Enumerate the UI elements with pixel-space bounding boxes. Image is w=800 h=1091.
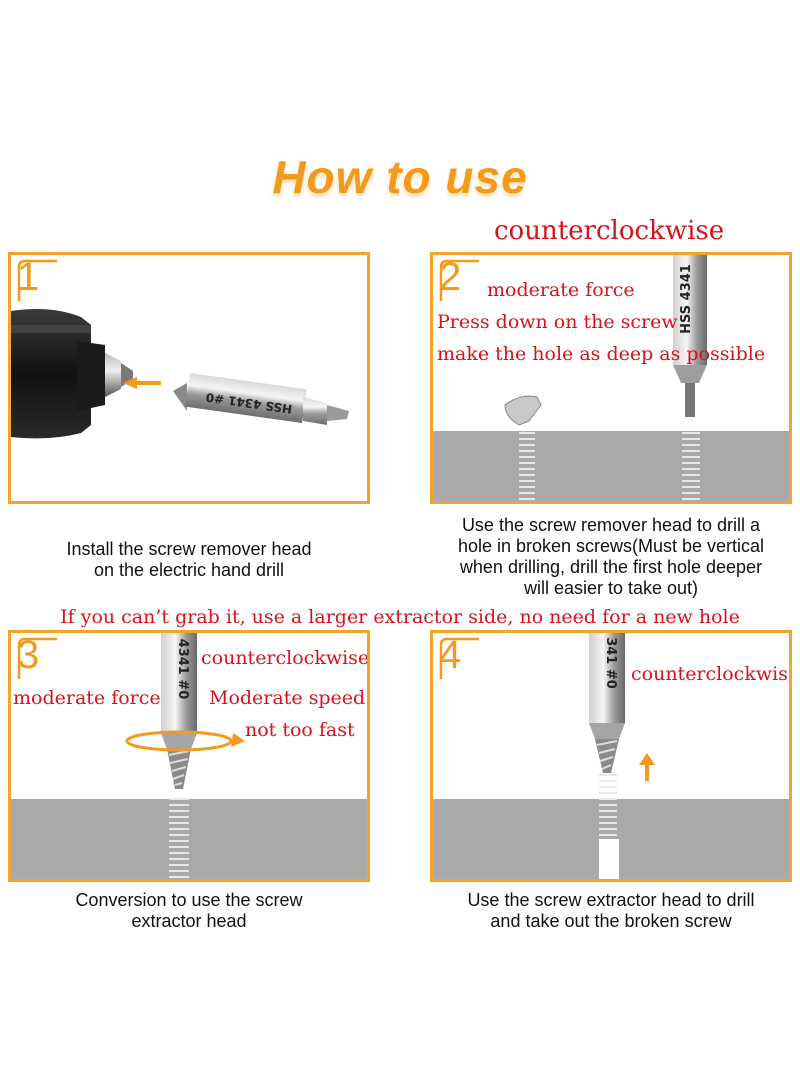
step-circle-icon [17, 637, 57, 679]
step1-number: 1 [17, 255, 40, 299]
step3-note-force: moderate force [13, 687, 161, 709]
step2-note-depth: make the hole as deep as possible [437, 343, 766, 365]
step2-note-force: moderate force [487, 279, 635, 301]
step4-note-direction: counterclockwise [631, 663, 792, 685]
step1-caption-line1: Install the screw remover head [66, 539, 312, 559]
step2-note-press: Press down on the screw [437, 311, 678, 333]
step2-number-badge: 2 [435, 255, 479, 301]
step-circle-icon [439, 259, 479, 301]
step2-direction-note: counterclockwise [494, 216, 725, 246]
step4-caption: Use the screw extractor head to drill an… [430, 890, 792, 932]
step3-bit-label: 4341 #0 [175, 639, 190, 700]
extractor-illustration: 4341 #0 [125, 633, 245, 878]
step4-caption-line1: Use the screw extractor head to drill [467, 890, 755, 910]
step3-note-speed2: not too fast [245, 719, 355, 741]
step-circle-icon [439, 637, 479, 679]
ground-surface [433, 431, 789, 501]
step2-caption-line2: hole in broken screws(Must be vertical [457, 536, 765, 556]
step4-panel: 341 #0 4 counterclockwise [430, 630, 792, 882]
step4-number: 4 [439, 633, 462, 677]
step-circle-icon [17, 259, 57, 301]
step1-number-badge: 1 [13, 255, 57, 301]
drill-illustration: HSS 4341 #0 [11, 309, 349, 439]
step2-caption-line1: Use the screw remover head to drill a [461, 515, 761, 535]
step3-caption-line1: Conversion to use the screw [75, 890, 303, 910]
step2-caption: Use the screw remover head to drill a ho… [424, 515, 798, 599]
step2-caption-line3: when drilling, drill the first hole deep… [459, 557, 763, 577]
step1-caption-line2: on the electric hand drill [93, 560, 285, 580]
step3-panel: 4341 #0 3 counterclockwise moderate forc… [8, 630, 370, 882]
step2-bit-label: HSS 4341 [679, 264, 694, 334]
step1-caption: Install the screw remover head on the el… [16, 539, 362, 581]
step1-panel: 1 HSS 4341 #0 [8, 252, 370, 504]
step4-number-badge: 4 [435, 633, 479, 679]
step2-caption-line4: will easier to take out) [523, 578, 699, 598]
step3-caption: Conversion to use the screw extractor he… [16, 890, 362, 932]
step3-note-direction: counterclockwise [201, 647, 370, 669]
middle-tip-note: If you can’t grab it, use a larger extra… [60, 606, 740, 628]
step4-caption-line2: and take out the broken screw [490, 911, 732, 931]
drill-bit-illustration: HSS 4341 [504, 255, 707, 500]
step2-panel: HSS 4341 2 moderate force Press down on … [430, 252, 792, 504]
step3-caption-line2: extractor head [131, 911, 247, 931]
step3-number: 3 [17, 633, 40, 677]
step3-note-speed: Moderate speed [209, 687, 366, 709]
step3-number-badge: 3 [13, 633, 57, 679]
step4-bit-label: 341 #0 [603, 637, 618, 689]
step2-number: 2 [439, 255, 462, 299]
extractor-removal-illustration: 341 #0 [589, 633, 655, 879]
page-title: How to use [272, 151, 528, 203]
